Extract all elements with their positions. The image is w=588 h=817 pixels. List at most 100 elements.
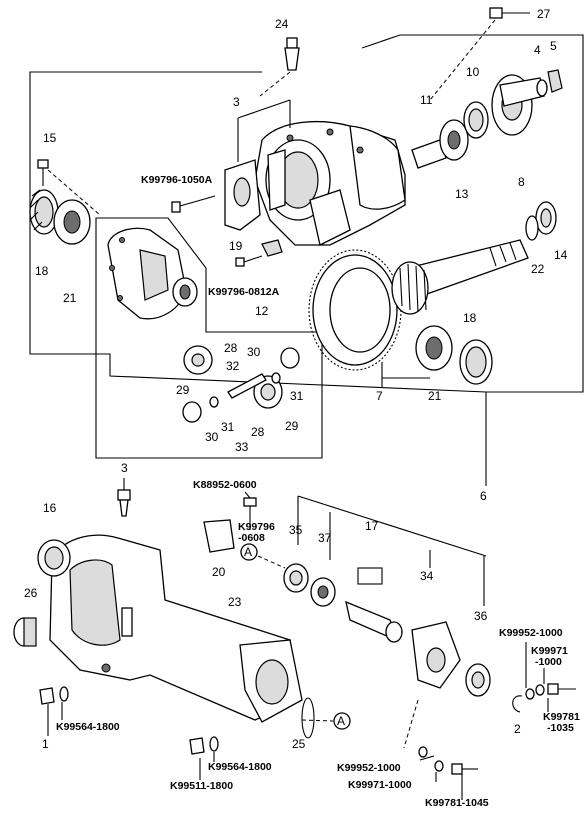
code-k99952-1000-upper: K99952-1000 <box>499 627 563 639</box>
bolt-part-24 <box>259 37 300 97</box>
pinion-group-bracket <box>297 495 487 606</box>
callout-8: 8 <box>518 175 525 189</box>
callout-3-lower: 3 <box>121 461 128 475</box>
reference-a-label-2: A <box>337 714 345 728</box>
breather-part-3 <box>117 478 131 517</box>
pinion-gear-part-30b <box>182 401 202 423</box>
callout-23: 23 <box>228 595 242 609</box>
callout-25: 25 <box>292 737 306 751</box>
callout-3-upper: 3 <box>233 95 240 109</box>
oil-seal-part-16 <box>37 539 71 577</box>
plug-k99511-1800 <box>189 736 219 755</box>
bearing-part-35 <box>283 563 309 593</box>
code-k99796-1050a: K99796-1050A <box>141 174 213 186</box>
gasket-part-20 <box>203 497 257 553</box>
callout-21-left: 21 <box>63 291 77 305</box>
companion-flange-part-8 <box>491 74 545 136</box>
callout-27: 27 <box>537 7 551 21</box>
axle-housing-part-23 <box>49 534 303 723</box>
callout-4: 4 <box>534 43 541 57</box>
callout-6: 6 <box>480 489 487 503</box>
code-k99971: K99971 <box>531 645 568 657</box>
bearing-cap-part-3 <box>224 99 291 231</box>
code-k99952-1000-lower: K99952-1000 <box>337 762 401 774</box>
callout-28-upper: 28 <box>224 341 238 355</box>
reference-a-label: A <box>244 545 252 559</box>
o-ring-part-25 <box>301 697 315 739</box>
ring-gear-part-7 <box>308 249 430 388</box>
bolt-part-19 <box>235 239 283 267</box>
callout-16: 16 <box>43 501 57 515</box>
callout-34: 34 <box>420 569 434 583</box>
callout-2: 2 <box>514 722 521 736</box>
side-bearing-inner-part-21 <box>53 199 91 245</box>
bolt-k99796-1050a <box>171 195 216 213</box>
callout-15: 15 <box>43 131 57 145</box>
bearing-part-37 <box>310 577 336 607</box>
callout-18-right: 18 <box>463 311 477 325</box>
shim-part-22 <box>525 215 539 241</box>
bearing-part-13 <box>439 119 469 161</box>
washer-part-4 <box>536 79 548 97</box>
code-k99971-suffix: -1000 <box>535 656 562 668</box>
side-gear-part-28 <box>183 345 213 375</box>
carrier-subassembly-outline <box>95 217 323 459</box>
callout-20: 20 <box>212 565 226 579</box>
code-k99781-suffix: -1035 <box>547 722 574 734</box>
callout-31-right: 31 <box>290 389 304 403</box>
code-k99781-1045: K99781-1045 <box>425 797 489 809</box>
carrier-housing-drawing <box>254 121 406 246</box>
pinion-shaft-part-32 <box>227 373 267 399</box>
plug-part-1 <box>39 686 69 736</box>
nut-part-5 <box>547 69 563 93</box>
pinion-gear-part-30 <box>280 347 300 369</box>
snap-ring-part-2 <box>512 695 523 713</box>
callout-14: 14 <box>554 248 568 262</box>
collapsible-spacer-part-11 <box>411 139 447 169</box>
callout-21-right: 21 <box>428 389 442 403</box>
side-gear-part-28b <box>253 375 283 409</box>
fasteners-right-upper <box>525 683 576 700</box>
reference-mark-a-2: A <box>301 712 351 730</box>
code-k88952-0600: K88952-0600 <box>193 479 257 491</box>
bearing-race-part-18 <box>459 339 493 385</box>
callout-37: 37 <box>318 531 332 545</box>
callout-28-lower: 28 <box>251 425 265 439</box>
callout-31-left: 31 <box>221 420 235 434</box>
code-k99511-1800: K99511-1800 <box>170 780 233 792</box>
callout-32: 32 <box>226 359 240 373</box>
callout-12: 12 <box>255 304 269 318</box>
callout-30-upper: 30 <box>247 345 261 359</box>
callout-35: 35 <box>289 523 303 537</box>
callout-33: 33 <box>235 440 249 454</box>
reference-mark-a: A <box>240 543 286 569</box>
code-k99781: K99781 <box>543 711 580 723</box>
code-k99971-1000: K99971-1000 <box>348 779 412 791</box>
plug-part-26 <box>13 617 37 647</box>
code-k99564-1800-left: K99564-1800 <box>56 721 120 733</box>
callout-19: 19 <box>229 239 243 253</box>
seal-part-36 <box>465 663 491 697</box>
bolt-part-27 <box>429 7 530 101</box>
side-bearing-outer-part-18 <box>29 189 59 235</box>
differential-case <box>107 227 198 320</box>
callout-22: 22 <box>531 262 545 276</box>
callout-5: 5 <box>550 39 557 53</box>
callout-7: 7 <box>376 389 383 403</box>
callout-13: 13 <box>455 187 469 201</box>
code-k99796-0812a: K99796-0812A <box>208 286 280 298</box>
callout-29-right: 29 <box>285 419 299 433</box>
callout-30-lower: 30 <box>205 430 219 444</box>
code-0608: -0608 <box>238 532 265 544</box>
fasteners-right-lower <box>403 699 478 775</box>
callout-1: 1 <box>42 737 49 751</box>
callout-29-left: 29 <box>176 383 190 397</box>
housing-part-34 <box>411 621 461 689</box>
drive-pinion <box>391 239 529 315</box>
thrust-washer-part-31 <box>209 372 281 408</box>
callout-18-left: 18 <box>35 264 49 278</box>
callout-26: 26 <box>24 586 38 600</box>
spacer-part-14 <box>535 201 557 235</box>
leader-lines <box>61 491 549 800</box>
